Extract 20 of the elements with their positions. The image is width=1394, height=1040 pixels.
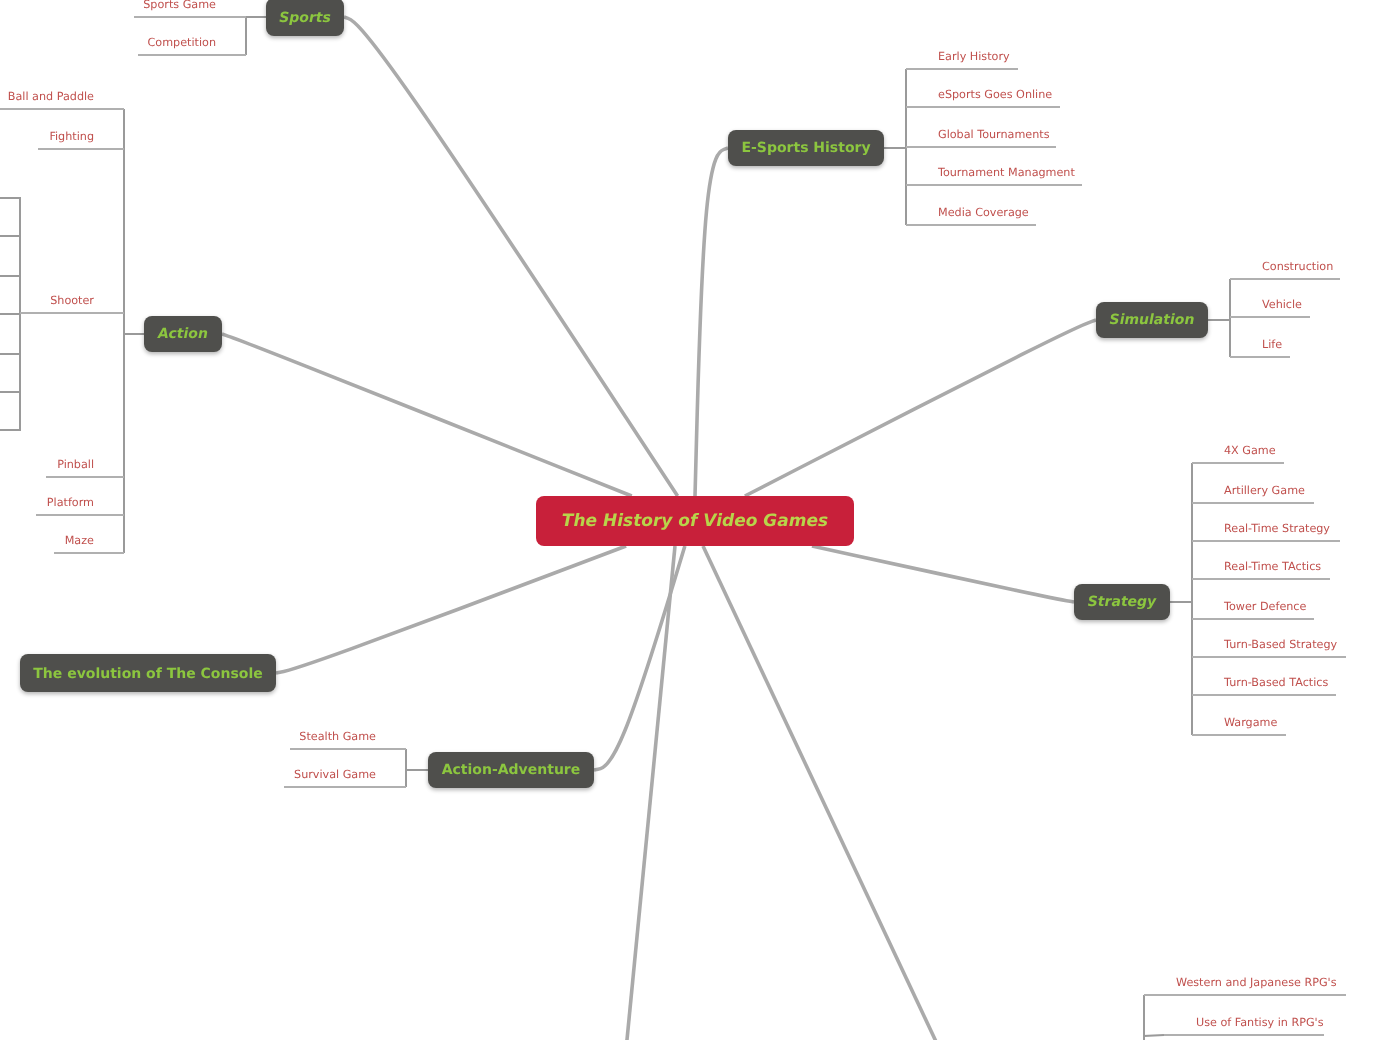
bracket-line — [1143, 994, 1145, 1040]
branch-line — [811, 544, 1075, 604]
bracket-line — [405, 769, 429, 788]
branch-line — [744, 318, 1097, 498]
central-topic-box: The History of Video Games — [536, 496, 854, 546]
bracket-line — [0, 275, 21, 315]
bracket-line — [245, 16, 267, 56]
branch-line — [275, 544, 627, 675]
bracket-line — [0, 313, 21, 315]
bracket-line — [883, 147, 907, 226]
branch-line — [593, 545, 687, 772]
branch-line — [343, 15, 680, 497]
branch-line — [221, 332, 633, 498]
bracket-line — [0, 313, 21, 431]
branch-line — [701, 545, 942, 1040]
bracket-line — [1143, 1034, 1165, 1040]
branch-line — [624, 545, 677, 1040]
bracket-line — [1207, 319, 1231, 358]
bracket-line — [1169, 601, 1193, 736]
branch-line — [693, 146, 729, 497]
